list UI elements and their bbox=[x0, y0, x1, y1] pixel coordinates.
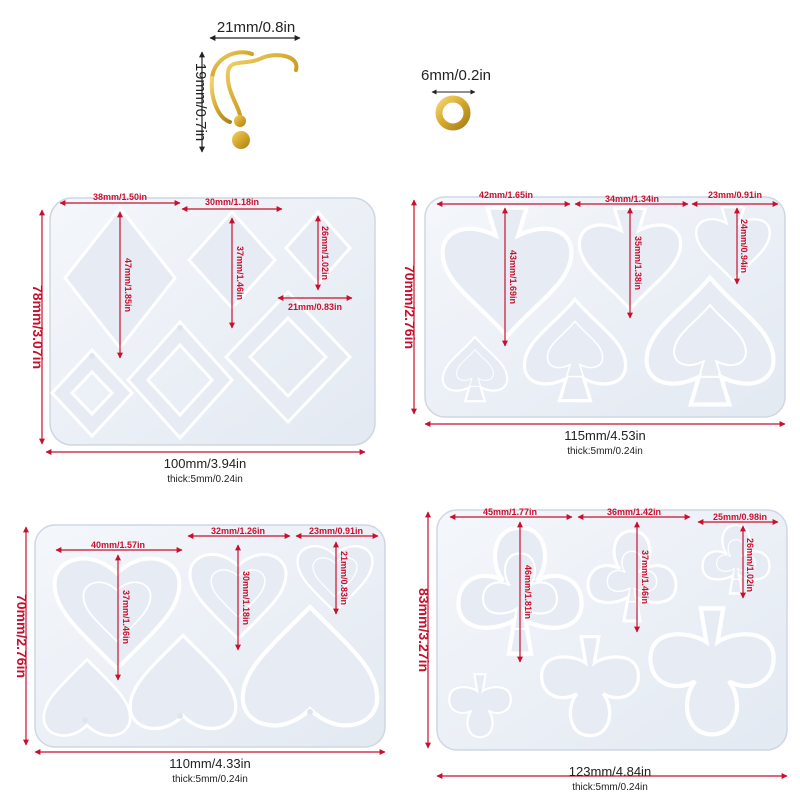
heart-height-label: 70mm/2.76in bbox=[14, 594, 30, 678]
hook-bead bbox=[232, 131, 250, 149]
ring-size-label: 6mm/0.2in bbox=[421, 67, 491, 84]
diamond-thick-label: thick:5mm/0.24in bbox=[167, 474, 243, 485]
heart-dim-1: 40mm/1.57in bbox=[91, 540, 145, 550]
club-dim-1: 45mm/1.77in bbox=[483, 507, 537, 517]
jump-ring-icon bbox=[435, 95, 471, 131]
diamond-dim-3: 47mm/1.85in bbox=[123, 258, 133, 312]
club-dim-6: 26mm/1.02in bbox=[745, 538, 755, 592]
earring-hook-group: 21mm/0.8in 19mm/0.7in bbox=[192, 19, 301, 153]
spade-dim-3: 23mm/0.91in bbox=[708, 190, 762, 200]
heart-dim-6: 21mm/0.83in bbox=[339, 551, 349, 605]
diamond-mold: 38mm/1.50in 30mm/1.18in 47mm/1.85in 37mm… bbox=[30, 192, 376, 485]
spade-mold: 42mm/1.65in 34mm/1.34in 23mm/0.91in 43mm… bbox=[402, 190, 786, 457]
heart-thick-label: thick:5mm/0.24in bbox=[172, 774, 248, 785]
club-width-label: 123mm/4.84in bbox=[569, 764, 651, 779]
diamond-height-label: 78mm/3.07in bbox=[30, 285, 46, 369]
diamond-dimension-lines bbox=[39, 200, 366, 455]
heart-dim-2: 32mm/1.26in bbox=[211, 526, 265, 536]
heart-width-label: 110mm/4.33in bbox=[169, 756, 250, 771]
heart-dim-5: 30mm/1.18in bbox=[241, 571, 251, 625]
hook-coil bbox=[234, 115, 246, 127]
spade-height-label: 70mm/2.76in bbox=[402, 265, 418, 349]
spade-thick-label: thick:5mm/0.24in bbox=[567, 446, 643, 457]
spade-dim-6: 24mm/0.94in bbox=[739, 219, 749, 273]
diamond-dim-2: 30mm/1.18in bbox=[205, 197, 259, 207]
diamond-frame-medium bbox=[125, 319, 235, 441]
hook-height-label: 19mm/0.7in bbox=[192, 63, 209, 141]
club-thick-label: thick:5mm/0.24in bbox=[572, 782, 648, 793]
club-dim-5: 37mm/1.46in bbox=[640, 550, 650, 604]
jump-ring-group: 6mm/0.2in bbox=[421, 67, 491, 131]
diamond-dim-6: 21mm/0.83in bbox=[288, 302, 342, 312]
diamond-frame-large bbox=[223, 289, 353, 425]
club-mold: 45mm/1.77in 36mm/1.42in 25mm/0.98in 46mm… bbox=[416, 507, 788, 793]
diamond-frame-small bbox=[49, 347, 135, 439]
earring-hook-icon bbox=[209, 50, 299, 124]
club-dim-2: 36mm/1.42in bbox=[607, 507, 661, 517]
diamond-dim-1: 38mm/1.50in bbox=[93, 192, 147, 202]
hang-holes bbox=[82, 709, 313, 723]
spade-width-label: 115mm/4.53in bbox=[564, 428, 645, 443]
spade-dim-2: 34mm/1.34in bbox=[605, 194, 659, 204]
spade-dim-5: 35mm/1.38in bbox=[633, 236, 643, 290]
heart-dimension-lines bbox=[23, 526, 386, 755]
club-height-label: 83mm/3.27in bbox=[416, 588, 432, 672]
spade-dim-4: 43mm/1.69in bbox=[508, 250, 518, 304]
club-dim-3: 25mm/0.98in bbox=[713, 512, 767, 522]
club-dim-4: 46mm/1.81in bbox=[523, 565, 533, 619]
heart-mold: 40mm/1.57in 32mm/1.26in 23mm/0.91in 37mm… bbox=[14, 524, 386, 785]
diamond-dim-4: 37mm/1.46in bbox=[235, 246, 245, 300]
diamond-dim-5: 26mm/1.02in bbox=[320, 226, 330, 280]
heart-dim-4: 37mm/1.46in bbox=[121, 590, 131, 644]
heart-dim-3: 23mm/0.91in bbox=[309, 526, 363, 536]
spade-dim-1: 42mm/1.65in bbox=[479, 190, 533, 200]
diamond-width-label: 100mm/3.94in bbox=[164, 456, 246, 471]
hook-width-label: 21mm/0.8in bbox=[217, 19, 295, 36]
spade-dimension-lines bbox=[411, 199, 786, 427]
club-dimension-lines bbox=[425, 511, 788, 779]
